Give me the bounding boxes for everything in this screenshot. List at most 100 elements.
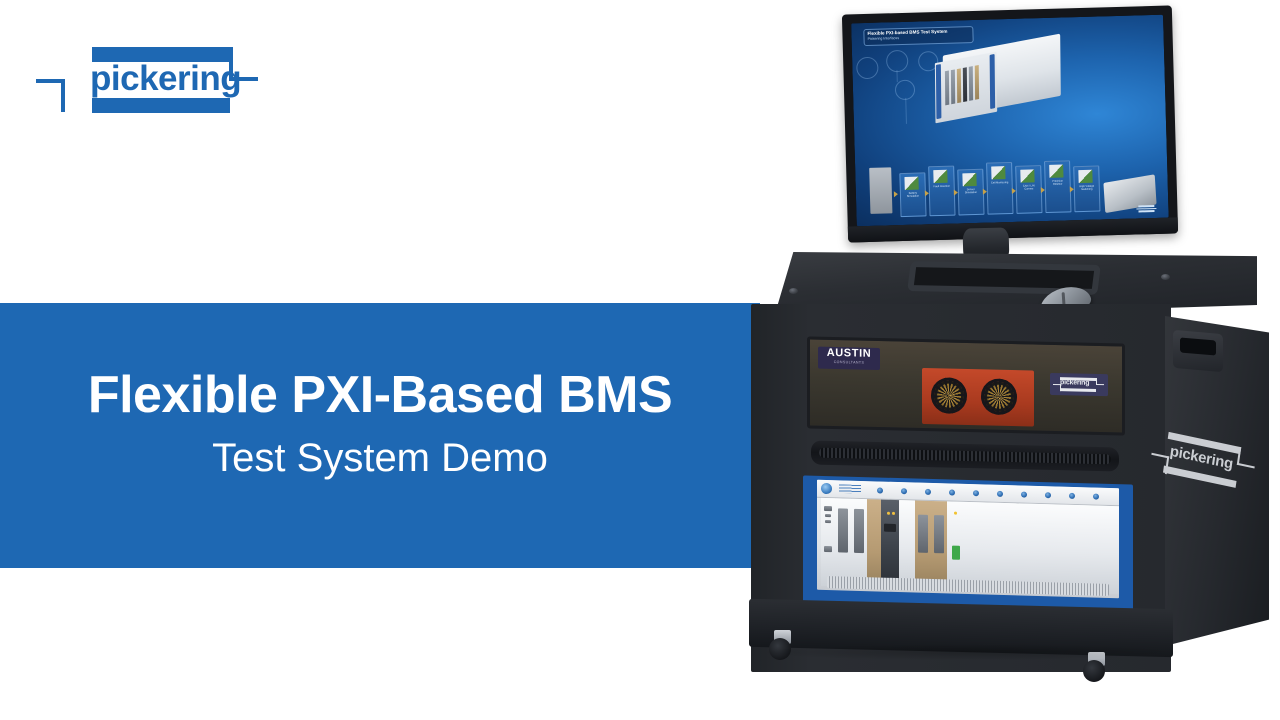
screen-card-label: Battery Simulation: [906, 191, 920, 199]
logo-bracket-left-horizontal: [36, 79, 65, 83]
pxi-screw: [949, 489, 955, 496]
caster-tire: [769, 638, 791, 660]
pxi-screw: [877, 487, 883, 494]
pxi-dsub-connector: [838, 508, 848, 553]
pickering-logo: pickering: [36, 43, 258, 117]
pxi-ethernet-connector: [824, 545, 832, 553]
austin-label: AUSTIN CONSULTANTS: [818, 346, 880, 371]
pxi-screw: [925, 488, 931, 495]
cabinet-side-handle[interactable]: [1173, 329, 1223, 373]
pxi-slot: [881, 499, 900, 589]
orange-test-module: [922, 368, 1034, 427]
pxi-slot: [1001, 502, 1020, 592]
logo-bracket-left-vertical: [61, 79, 65, 112]
screen-workflow-card: Cell Monitoring: [986, 161, 1014, 215]
pxi-chassis: [803, 475, 1133, 617]
side-logo-bracket-right-h: [1236, 462, 1255, 469]
pxi-slot: [851, 498, 868, 588]
pxi-slot: [867, 499, 882, 588]
austin-label-name: AUSTIN: [826, 346, 872, 360]
product-photo: Flexible PXI-based BMS Test System Picke…: [735, 0, 1280, 720]
badge-wordmark: pickering: [1060, 379, 1090, 387]
pxi-screw: [973, 490, 979, 497]
screen-chassis-module: [962, 67, 968, 103]
pxi-slot: [1109, 505, 1119, 595]
pxi-dsub-connector: [854, 508, 864, 554]
pxi-display-connector: [824, 505, 832, 512]
screen-workflow-start-card: [869, 167, 893, 214]
screen-workflow-card: CAN / LIN Comms: [1015, 165, 1043, 214]
screen-workflow-card: Sensor Simulation: [957, 168, 985, 216]
pxi-slot: [821, 497, 836, 587]
screen-workflow-card: High Voltage Switching: [1073, 165, 1101, 213]
logo-bracket-right-horizontal: [229, 77, 258, 81]
screen-card-label: Fault Insertion: [933, 184, 950, 189]
pxi-screw: [997, 490, 1003, 497]
monitor: Flexible PXI-based BMS Test System Picke…: [841, 5, 1179, 243]
pxi-screw: [1021, 491, 1027, 498]
connector-gear-right: [984, 381, 1014, 413]
pxi-slot: [1073, 504, 1092, 594]
caster-tire: [1083, 660, 1105, 682]
screen-card-thumb: [991, 166, 1006, 180]
screen-card-thumb: [933, 169, 948, 184]
pxi-slot: [899, 500, 916, 589]
screen-workflow-card: Precision Resistor: [1044, 160, 1072, 214]
pxi-slot: [965, 501, 984, 591]
screen-arrow-icon: [893, 191, 898, 198]
screen-chassis-module: [956, 68, 962, 104]
pxi-status-led: [954, 511, 957, 515]
pxi-slot: [1037, 503, 1056, 593]
screen-card-label: High Voltage Switching: [1079, 184, 1095, 192]
pxi-indicator-block: [952, 545, 960, 560]
screen-chassis-front: [934, 51, 998, 124]
pxi-slot: [915, 500, 932, 589]
logo-bar-top: [92, 47, 230, 62]
cabinet-top-screw: [1161, 274, 1170, 280]
screen-chassis-render: [934, 33, 1063, 135]
banner-title: Flexible PXI-Based BMS: [87, 366, 673, 424]
cabinet-pickering-badge: pickering: [1050, 372, 1108, 397]
screen-chassis-module: [974, 64, 980, 100]
pxi-usb-connector: [825, 520, 831, 524]
logo-bracket-right-vertical: [229, 47, 233, 80]
pxi-slot: [1055, 504, 1074, 593]
logo-bar-bottom: [92, 98, 230, 113]
test-system-cabinet: pickering AUSTIN CONSULTANTS: [741, 252, 1269, 682]
pxi-chassis-face: [817, 479, 1119, 599]
screen-card-thumb: [1078, 169, 1093, 184]
monitor-screen: Flexible PXI-based BMS Test System Picke…: [851, 14, 1169, 227]
title-banner: Flexible PXI-Based BMS Test System Demo: [0, 303, 760, 568]
pxi-power-button[interactable]: [821, 482, 832, 495]
pxi-slot: [931, 500, 948, 590]
pxi-screw: [1045, 492, 1051, 499]
pxi-model-label: [839, 484, 861, 495]
pxi-screw: [1069, 492, 1075, 499]
cabinet-top-screw: [789, 288, 798, 294]
monitor-bezel: Flexible PXI-based BMS Test System Picke…: [851, 14, 1169, 227]
screen-chassis-rail-left: [935, 64, 942, 120]
screen-chassis-module: [944, 70, 950, 106]
screen-tech-icon-2: [885, 49, 909, 73]
screen-title-box: Flexible PXI-based BMS Test System Picke…: [863, 25, 974, 47]
logo-wordmark: pickering: [90, 59, 242, 98]
screen-card-thumb: [1049, 164, 1064, 178]
pxi-dsub-connector: [934, 515, 944, 554]
floor-shadow: [759, 644, 1179, 660]
pxi-slot: [1091, 505, 1110, 594]
pxi-usb-connector: [825, 514, 831, 518]
pxi-dsub-connector: [918, 514, 928, 553]
screen-card-thumb: [1020, 169, 1035, 183]
pxi-slot: [1019, 503, 1038, 592]
screen-chassis-module: [968, 66, 974, 101]
cabinet-instrument-window: AUSTIN CONSULTANTS pickering: [807, 336, 1125, 436]
pxi-screw: [901, 488, 907, 495]
pxi-slot: [983, 502, 1002, 591]
caster-wheel-front-right: [1083, 652, 1109, 682]
pxi-module-connector: [884, 523, 896, 532]
screen-logo-bar-bottom: [1138, 210, 1155, 213]
screen-workflow-card: Fault Insertion: [928, 165, 956, 217]
screen-card-label: Precision Resistor: [1052, 179, 1063, 187]
screen-chassis-rail-right: [989, 53, 996, 110]
